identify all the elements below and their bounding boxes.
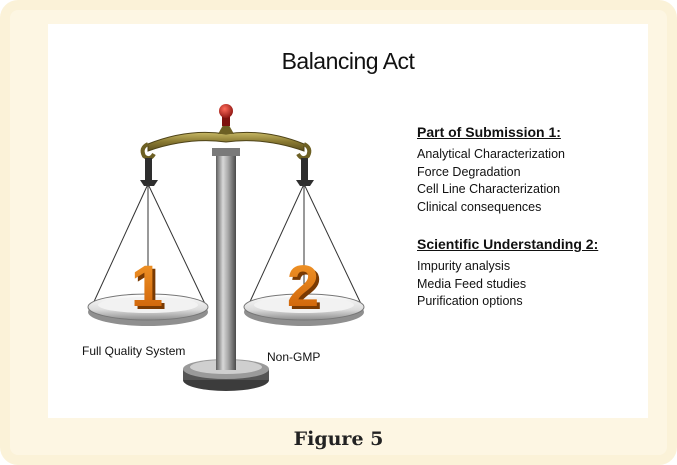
right-pan-number-shadow: 2	[290, 257, 322, 322]
slide-title: Balancing Act	[281, 48, 415, 74]
left-pan-label: Full Quality System	[82, 344, 186, 358]
section-scientific: Scientific Understanding 2: Impurity ana…	[417, 236, 647, 311]
balance-scale-illustration: 1 1 2 2	[87, 104, 365, 391]
figure-caption: Figure 5	[293, 428, 384, 450]
slide: Balancing Act	[48, 24, 648, 418]
left-hanger	[91, 158, 207, 307]
submission-item: Analytical Characterization	[417, 147, 565, 161]
scientific-item: Purification options	[417, 294, 523, 308]
submission-item: Force Degradation	[417, 164, 521, 179]
scale-beam	[140, 120, 312, 161]
submission-item: Clinical consequences	[417, 199, 542, 214]
right-pan-label: Non-GMP	[267, 350, 321, 364]
section-submission-heading: Part of Submission 1:	[417, 124, 561, 140]
scale-pole	[216, 152, 236, 370]
right-pan-number: 2	[287, 254, 319, 319]
pole-cap	[212, 148, 240, 156]
submission-item: Cell Line Characterization	[417, 182, 561, 196]
scale-top-knob	[219, 104, 233, 126]
left-pan-number-shadow: 1	[134, 257, 166, 322]
left-pan	[87, 293, 209, 326]
right-pan	[243, 293, 365, 326]
section-scientific-heading: Scientific Understanding 2:	[417, 236, 599, 252]
scientific-item: Impurity analysis	[417, 259, 511, 273]
right-hanger	[247, 158, 363, 307]
section-submission: Part of Submission 1: Analytical Charact…	[417, 124, 647, 216]
scientific-item: Media Feed studies	[417, 276, 527, 291]
explanation-panel: Part of Submission 1: Analytical Charact…	[417, 124, 647, 311]
left-pan-number: 1	[131, 254, 163, 319]
